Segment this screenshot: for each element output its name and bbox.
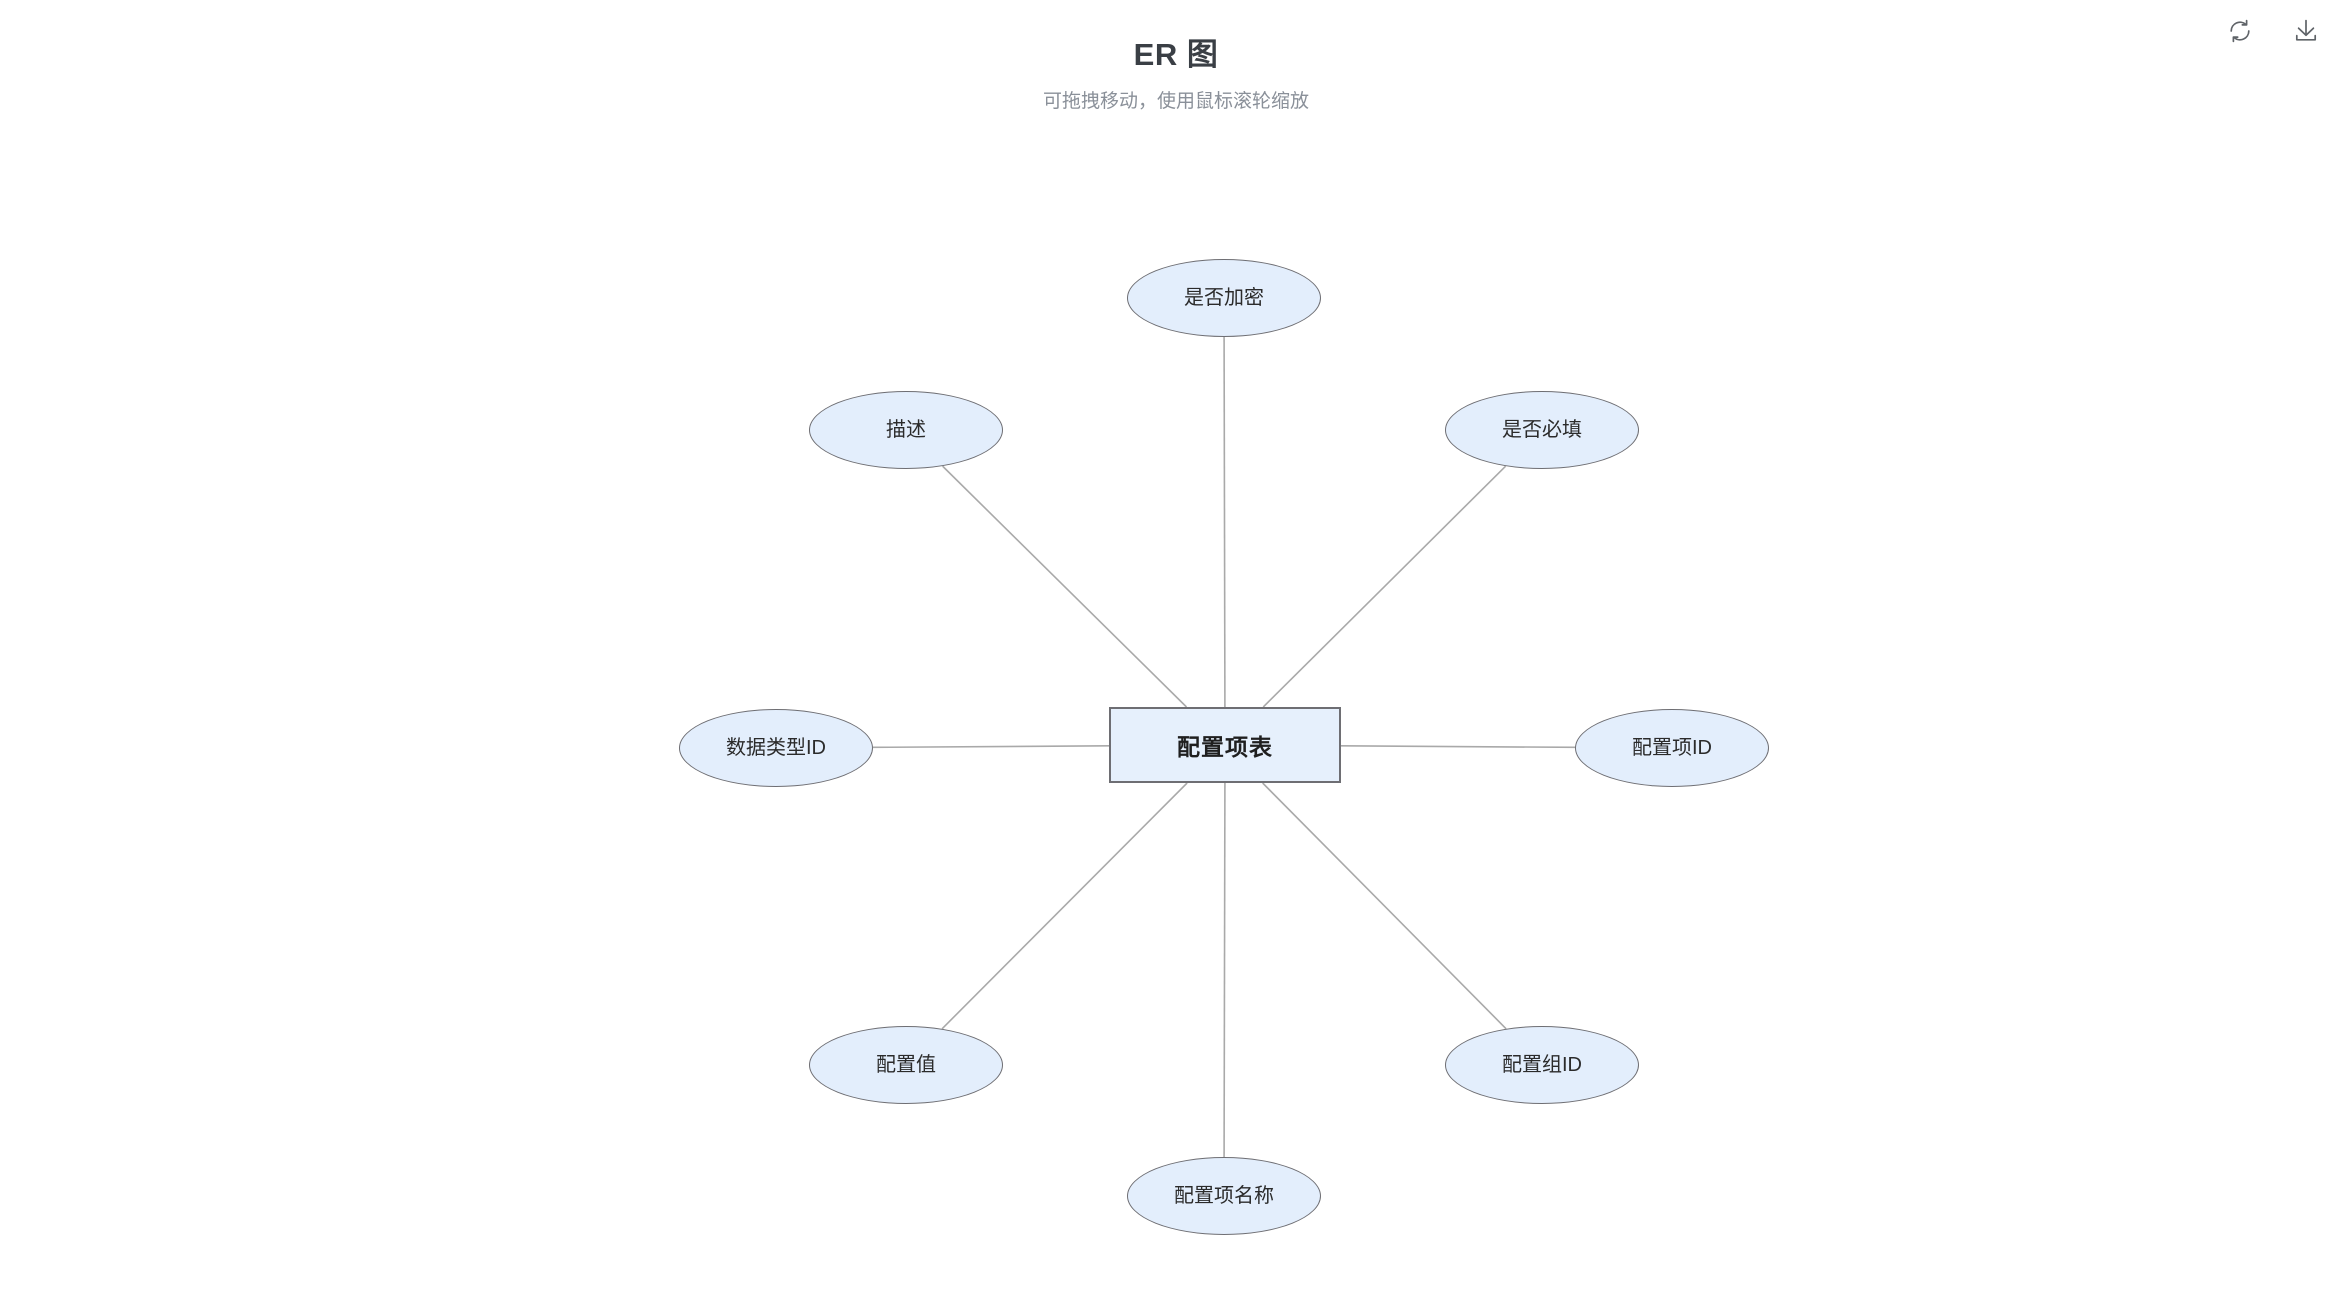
er-attribute-node[interactable]: 是否加密: [1127, 259, 1321, 337]
er-edge: [872, 744, 1110, 749]
er-edge: [1262, 782, 1507, 1030]
er-attribute-node[interactable]: 配置值: [809, 1026, 1003, 1104]
er-entity-node[interactable]: 配置项表: [1109, 707, 1341, 783]
download-button[interactable]: [2288, 13, 2324, 49]
er-attribute-node[interactable]: 是否必填: [1445, 391, 1639, 469]
er-attribute-node[interactable]: 数据类型ID: [679, 709, 873, 787]
diagram-toolbar: [2222, 0, 2352, 62]
download-icon: [2293, 18, 2319, 44]
refresh-button[interactable]: [2222, 13, 2258, 49]
er-edge: [941, 782, 1188, 1030]
er-attribute-node[interactable]: 描述: [809, 391, 1003, 469]
er-edge: [942, 465, 1188, 708]
er-edge: [1223, 782, 1226, 1158]
er-attribute-node[interactable]: 配置项名称: [1127, 1157, 1321, 1235]
er-attribute-node[interactable]: 配置组ID: [1445, 1026, 1639, 1104]
er-attribute-node[interactable]: 配置项ID: [1575, 709, 1769, 787]
er-edge: [1262, 465, 1507, 708]
er-edge: [1223, 336, 1226, 708]
er-edge: [1340, 744, 1576, 749]
refresh-icon: [2227, 18, 2253, 44]
